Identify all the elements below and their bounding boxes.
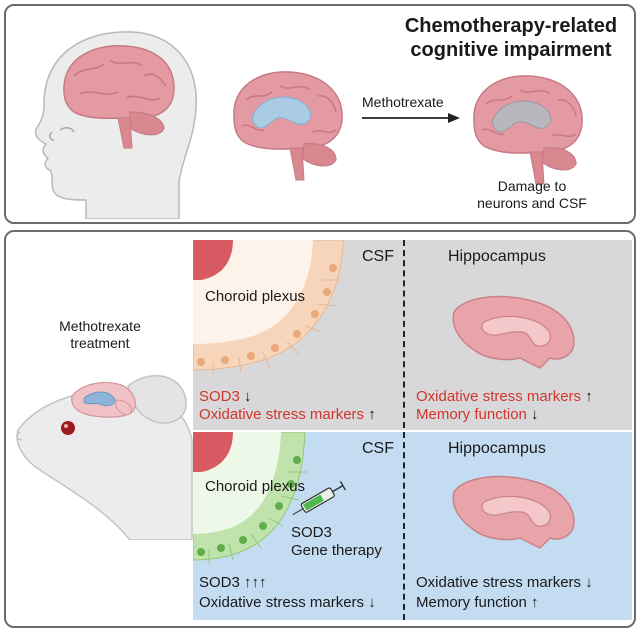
control-choroid-label: Choroid plexus [205, 288, 306, 305]
control-csf-oxidative-row: Oxidative stress markers ↑ [199, 406, 376, 424]
treated-csf-quadrant: CSF Choroid plexus SOD3 Gene therapy SOD… [193, 432, 404, 620]
treatment-line-2: treatment [70, 335, 130, 351]
damage-caption: Damage to neurons and CSF [462, 178, 602, 212]
treated-sod3-arrows: ↑↑↑ [244, 574, 267, 591]
mouse-icon [16, 374, 193, 540]
treated-hip-title: Hippocampus [448, 440, 546, 457]
gene-therapy-label: SOD3 Gene therapy [291, 524, 382, 560]
control-hip-oxidative-label: Oxidative stress markers [416, 388, 582, 405]
gene-line-1: SOD3 [291, 524, 332, 541]
damaged-brain-icon [473, 75, 583, 185]
treated-choroid-plexus-icon [193, 432, 307, 564]
control-hip-title: Hippocampus [448, 248, 546, 265]
damage-line-1: Damage to [497, 178, 567, 194]
treated-hip-oxidative-arrow: ↓ [585, 574, 593, 591]
gene-line-2: Gene therapy [291, 542, 382, 559]
treated-memory-arrow: ↑ [531, 594, 539, 611]
control-hip-oxidative-row: Oxidative stress markers ↑ [416, 388, 593, 406]
syringe-icon [292, 480, 346, 516]
treated-memory-row: Memory function ↑ [416, 594, 539, 612]
treated-choroid-label: Choroid plexus [205, 478, 306, 495]
hippocampus-icon [452, 295, 575, 369]
control-sod3-label: SOD3 [199, 388, 240, 405]
control-memory-row: Memory function ↓ [416, 406, 539, 424]
treated-sod3-row: SOD3 ↑↑↑ [199, 574, 267, 592]
arrow-label: Methotrexate [362, 94, 444, 110]
control-sod3-arrow: ↓ [244, 388, 252, 405]
choroid-plexus-icon [193, 240, 344, 374]
treated-hippocampus-quadrant: Hippocampus Oxidative stress markers ↓ M… [404, 432, 632, 620]
treated-hip-oxidative-row: Oxidative stress markers ↓ [416, 574, 593, 592]
treated-csf-oxidative-label: Oxidative stress markers [199, 594, 365, 611]
title-line-2: cognitive impairment [410, 39, 612, 61]
figure-title: Chemotherapy-related cognitive impairmen… [396, 14, 626, 62]
control-hip-oxidative-arrow: ↑ [585, 388, 593, 405]
control-memory-label: Memory function [416, 406, 527, 423]
control-memory-arrow: ↓ [531, 406, 539, 423]
control-csf-title: CSF [362, 248, 394, 265]
damage-line-2: neurons and CSF [477, 195, 587, 211]
brain-icon [233, 71, 343, 181]
control-csf-quadrant: CSF Choroid plexus SOD3 ↓ Oxidative stre… [193, 240, 404, 430]
treated-csf-oxidative-arrow: ↓ [368, 594, 376, 611]
title-line-1: Chemotherapy-related [404, 15, 618, 37]
treated-csf-title: CSF [362, 440, 394, 457]
control-sod3-row: SOD3 ↓ [199, 388, 252, 406]
human-head-icon [34, 31, 197, 219]
right-arrow-icon [362, 113, 460, 123]
control-csf-oxidative-label: Oxidative stress markers [199, 406, 365, 423]
treated-hippocampus-icon [452, 475, 575, 549]
treated-csf-oxidative-row: Oxidative stress markers ↓ [199, 594, 376, 612]
treated-memory-label: Memory function [416, 594, 527, 611]
treatment-label: Methotrexate treatment [30, 318, 170, 352]
treatment-line-1: Methotrexate [59, 318, 141, 334]
treated-sod3-label: SOD3 [199, 574, 240, 591]
treated-hip-oxidative-label: Oxidative stress markers [416, 574, 582, 591]
control-csf-oxidative-arrow: ↑ [368, 406, 376, 423]
dashed-divider [403, 240, 405, 620]
control-hippocampus-quadrant: Hippocampus Oxidative stress markers ↑ M… [404, 240, 632, 430]
